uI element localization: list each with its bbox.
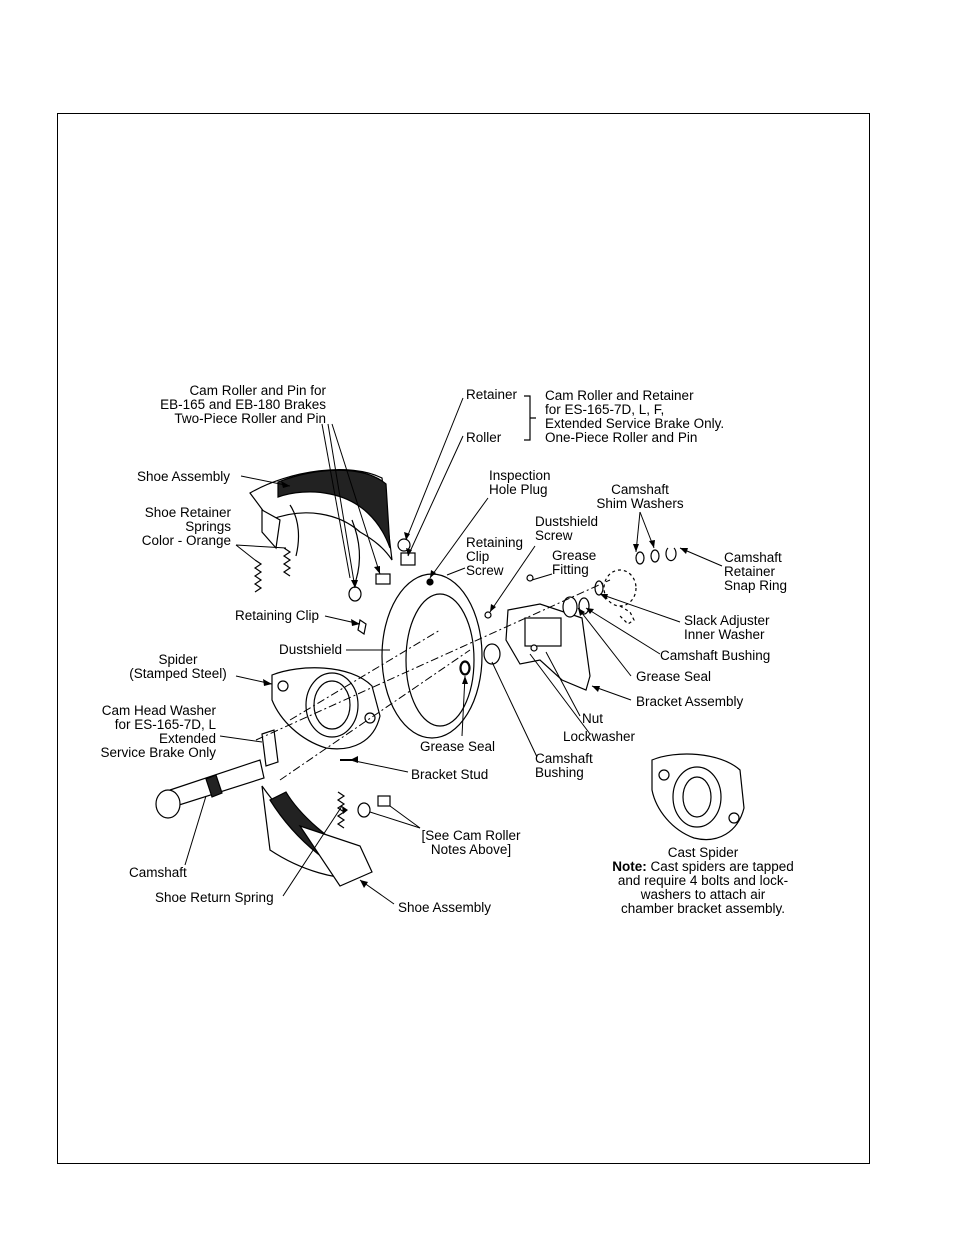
assembly-axes [255,579,611,781]
grease-seal-mid-part [460,661,470,675]
label-cam-roller-retainer: Cam Roller and Retainer for ES-165-7D, L… [545,388,725,445]
label-dustshield: Dustshield [279,642,343,657]
cam-pin-bottom-part [377,795,391,807]
label-see-cam-roller: [See Cam Roller Notes Above] [421,828,521,857]
grease-fitting-part [526,574,534,582]
camshaft-part [155,759,265,819]
bracket-assembly-part [505,603,591,691]
bracket-symbol [524,395,536,441]
label-nut: Nut [582,711,604,726]
shoe-assembly-top-part [249,469,393,581]
label-roller: Roller [466,430,502,445]
label-shoe-assembly-top: Shoe Assembly [137,469,231,484]
snap-ring-part [665,547,677,562]
shim-washer-2-part [650,549,660,563]
camshaft-bushing-right-part [562,596,578,618]
label-camshaft: Camshaft [129,865,187,880]
slack-adjuster-washer-part [594,580,604,596]
label-grease-seal-mid: Grease Seal [420,739,496,754]
retaining-clip-part [357,619,367,635]
label-retainer: Retainer [466,387,518,402]
cam-roller-bottom-part [357,802,371,818]
cast-spider-note-rest: and require 4 bolts and lock- washers to… [617,873,789,916]
cast-spider-part [651,753,745,840]
arrowheads [263,481,688,888]
label-dustshield-screw: Dustshield Screw [535,514,599,543]
note-prefix: Note: [612,859,647,874]
label-inspection-plug: Inspection Hole Plug [489,468,551,497]
cast-spider-note: Note: Cast spiders are tapped [598,860,808,874]
label-shoe-assembly-bottom: Shoe Assembly [398,900,492,915]
dustshield-part [381,573,483,739]
label-bracket-stud: Bracket Stud [411,767,489,782]
shoe-retainer-springs-part [253,547,292,593]
slack-adjuster-outline [603,569,637,625]
label-lockwasher: Lockwasher [563,729,636,744]
shoe-assembly-bottom-part [261,785,373,887]
label-retaining-clip-screw: Retaining Clip Screw [466,535,524,578]
cam-pin-left-part [375,573,391,585]
label-cast-spider: Cast Spider [667,845,739,860]
dustshield-screw-part [484,611,492,619]
label-grease-fitting: Grease Fitting [552,548,597,577]
label-bracket-assembly: Bracket Assembly [636,694,744,709]
label-cam-roller-pin: Cam Roller and Pin for EB-165 and EB-180… [160,383,326,426]
camshaft-bushing-mid-part [483,643,501,665]
label-shoe-return-spring: Shoe Return Spring [155,890,274,905]
label-grease-seal-right: Grease Seal [636,669,712,684]
leader-lines [184,397,723,905]
label-slack-adjuster-washer: Slack Adjuster Inner Washer [684,613,770,642]
cam-head-washer-part [261,729,279,767]
note-line1: Cast spiders are tapped [646,859,794,874]
label-camshaft-snap-ring: Camshaft Retainer Snap Ring [724,550,788,593]
label-camshaft-bushing-right: Camshaft Bushing [660,648,771,663]
shim-washer-1-part [635,551,645,565]
figure-frame [57,113,870,1164]
label-shoe-retainer-springs: Shoe Retainer Springs Color - Orange [141,505,231,548]
label-camshaft-shim-washers: Camshaft Shim Washers [596,482,684,511]
label-spider: Spider (Stamped Steel) [129,652,227,681]
shoe-return-spring-part [336,791,346,829]
retainer-part [397,538,411,552]
label-cam-head-washer: Cam Head Washer for ES-165-7D, L Extende… [100,703,216,760]
label-retaining-clip: Retaining Clip [235,608,320,623]
cam-roller-left-part [348,586,362,602]
label-camshaft-bushing-mid: Camshaft Bushing [535,751,593,780]
